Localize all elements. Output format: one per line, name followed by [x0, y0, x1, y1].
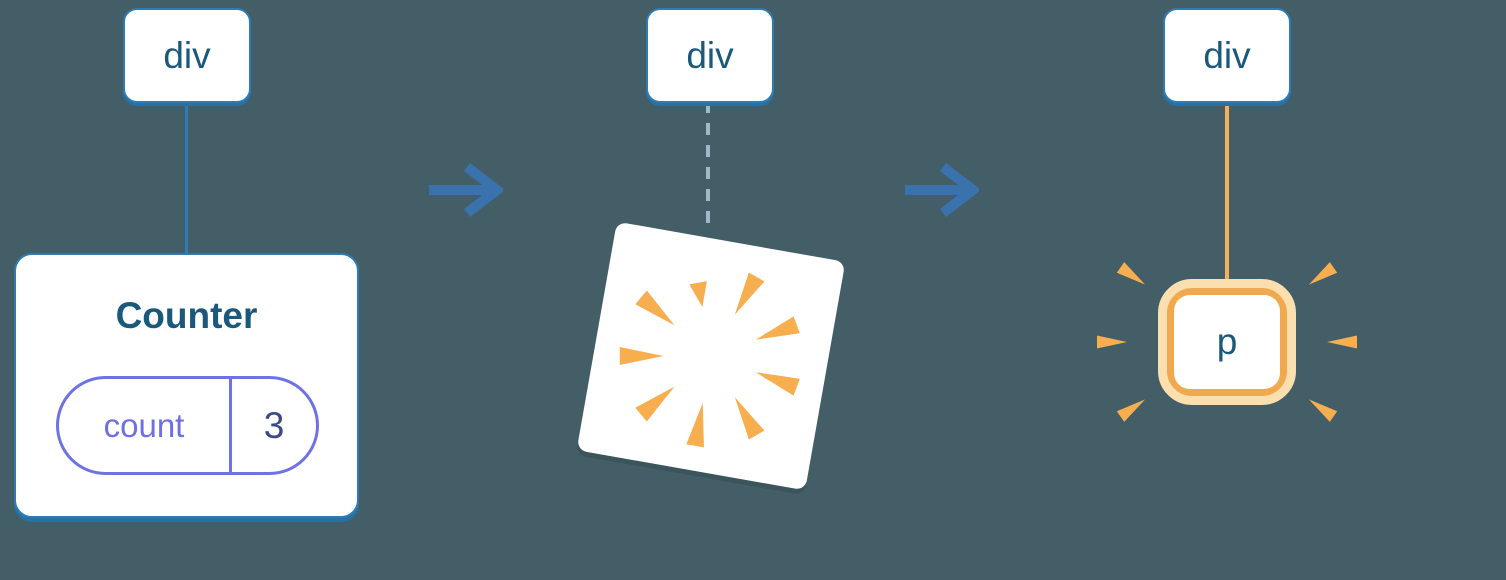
dom-node-div-3: div	[1163, 8, 1291, 103]
right-arrow-icon	[429, 163, 503, 217]
counter-component-card: Counter count 3	[14, 253, 359, 518]
dom-node-div-2: div	[646, 8, 774, 103]
state-value: 3	[263, 404, 285, 446]
connector-line-dashed	[706, 101, 710, 231]
tag-label-div-1: div	[163, 34, 211, 76]
connector-line-div-to-p	[1225, 101, 1229, 289]
tag-label-p: p	[1174, 295, 1280, 389]
right-arrow-icon	[905, 163, 979, 217]
state-pill: count 3	[56, 376, 319, 475]
tag-label-div-2: div	[686, 34, 734, 76]
state-key-label: count	[59, 379, 232, 472]
component-title: Counter	[115, 295, 258, 336]
new-element-node: p	[1158, 279, 1296, 405]
destroyed-component-card	[576, 221, 846, 491]
sparkle-icon	[1097, 262, 1357, 422]
dom-node-div-1: div	[123, 8, 251, 103]
connector-line-div-to-counter	[185, 101, 188, 257]
poof-burst-icon	[619, 272, 800, 448]
tag-label-div-3: div	[1203, 34, 1251, 76]
